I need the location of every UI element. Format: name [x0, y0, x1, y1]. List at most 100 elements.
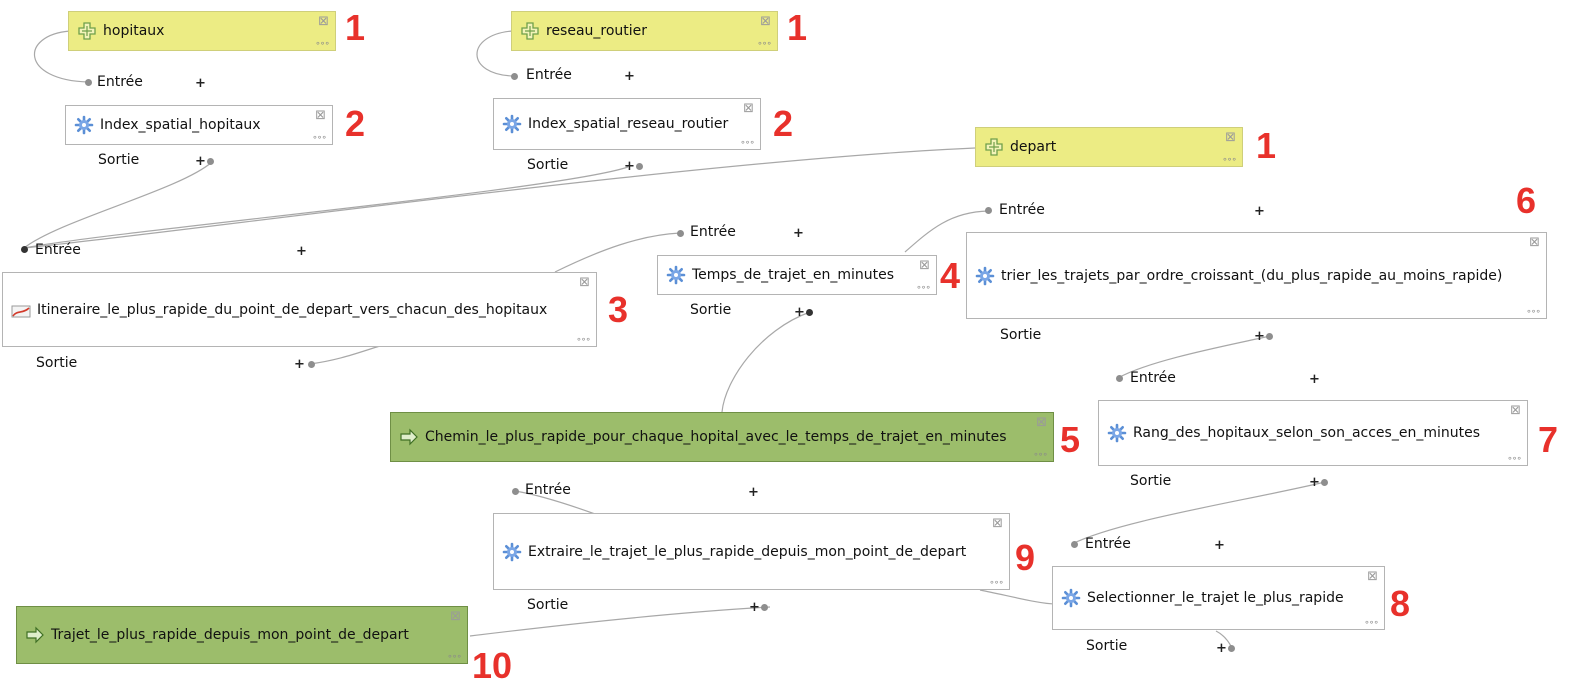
- add-output-button[interactable]: +: [1254, 329, 1265, 344]
- algorithm-node-itineraire[interactable]: Itineraire_le_plus_rapide_du_point_de_de…: [2, 272, 597, 347]
- output-port-dot[interactable]: [1266, 333, 1273, 340]
- close-icon[interactable]: ⊠: [315, 108, 326, 123]
- close-icon[interactable]: ⊠: [1036, 415, 1047, 430]
- add-input-button[interactable]: +: [296, 244, 307, 259]
- arrow-icon: [400, 428, 418, 446]
- add-output-button[interactable]: +: [1216, 641, 1227, 656]
- node-label: depart: [1010, 139, 1057, 155]
- more-icon[interactable]: ∘∘∘: [1364, 618, 1379, 628]
- add-input-button[interactable]: +: [748, 485, 759, 500]
- add-output-button[interactable]: +: [794, 305, 805, 320]
- add-output-button[interactable]: +: [195, 154, 206, 169]
- output-port-dot[interactable]: [207, 158, 214, 165]
- node-label: Extraire_le_trajet_le_plus_rapide_depuis…: [528, 543, 967, 560]
- input-port-dot[interactable]: [512, 488, 519, 495]
- add-output-button[interactable]: +: [749, 600, 760, 615]
- node-label: reseau_routier: [546, 23, 648, 39]
- step-number-7: 7: [1538, 419, 1559, 460]
- close-icon[interactable]: ⊠: [760, 14, 771, 29]
- algorithm-node-index-spatial-reseau-routier[interactable]: Index_spatial_reseau_routier ⊠ ∘∘∘: [493, 98, 761, 150]
- output-port-label: Sortie: [1086, 638, 1128, 654]
- input-port-label: Entrée: [1130, 370, 1176, 386]
- more-icon[interactable]: ∘∘∘: [447, 652, 462, 662]
- route-icon: [11, 305, 31, 317]
- close-icon[interactable]: ⊠: [1510, 403, 1521, 418]
- close-icon[interactable]: ⊠: [579, 275, 590, 290]
- close-icon[interactable]: ⊠: [1225, 130, 1236, 145]
- close-icon[interactable]: ⊠: [1529, 235, 1540, 250]
- node-label: Trajet_le_plus_rapide_depuis_mon_point_d…: [51, 627, 409, 643]
- add-output-button[interactable]: +: [294, 357, 305, 372]
- input-port-dot[interactable]: [1116, 375, 1123, 382]
- output-port-dot[interactable]: [1228, 645, 1235, 652]
- add-input-button[interactable]: +: [1254, 204, 1265, 219]
- node-label: Selectionner_le_trajet le_plus_rapide: [1087, 590, 1344, 606]
- output-port-label: Sortie: [527, 597, 569, 613]
- input-node-hopitaux[interactable]: hopitaux ⊠ ∘∘∘: [68, 11, 336, 51]
- more-icon[interactable]: ∘∘∘: [740, 138, 755, 148]
- output-node-trajet-le-plus-rapide[interactable]: Trajet_le_plus_rapide_depuis_mon_point_d…: [16, 606, 468, 664]
- output-port-dot[interactable]: [806, 309, 813, 316]
- more-icon[interactable]: ∘∘∘: [576, 335, 591, 345]
- close-icon[interactable]: ⊠: [450, 609, 461, 624]
- output-port-label: Sortie: [1000, 327, 1042, 343]
- algorithm-node-temps-de-trajet[interactable]: Temps_de_trajet_en_minutes ⊠ ∘∘∘: [657, 255, 937, 295]
- add-input-button[interactable]: +: [195, 76, 206, 91]
- step-number-1: 1: [1256, 125, 1277, 166]
- input-port-dot[interactable]: [511, 73, 518, 80]
- input-node-reseau-routier[interactable]: reseau_routier ⊠ ∘∘∘: [511, 11, 778, 51]
- gear-icon: [975, 266, 995, 285]
- input-node-depart[interactable]: depart ⊠ ∘∘∘: [975, 127, 1243, 167]
- close-icon[interactable]: ⊠: [1367, 569, 1378, 584]
- input-port-dot[interactable]: [1071, 541, 1078, 548]
- algorithm-node-rang-des-hopitaux[interactable]: Rang_des_hopitaux_selon_son_acces_en_min…: [1098, 400, 1528, 466]
- input-port-dot[interactable]: [677, 230, 684, 237]
- output-port-label: Sortie: [98, 152, 140, 168]
- close-icon[interactable]: ⊠: [318, 14, 329, 29]
- gear-icon: [1061, 588, 1081, 608]
- plus-icon: [78, 22, 96, 40]
- algorithm-node-trier-les-trajets[interactable]: trier_les_trajets_par_ordre_croissant_(d…: [966, 232, 1547, 319]
- output-port-label: Sortie: [527, 157, 569, 173]
- algorithm-node-selectionner-le-trajet[interactable]: Selectionner_le_trajet le_plus_rapide ⊠ …: [1052, 566, 1385, 630]
- node-label: Index_spatial_reseau_routier: [528, 116, 729, 132]
- add-input-button[interactable]: +: [793, 226, 804, 241]
- step-number-8: 8: [1390, 583, 1411, 624]
- input-port-dot[interactable]: [985, 207, 992, 214]
- more-icon[interactable]: ∘∘∘: [989, 578, 1004, 588]
- more-icon[interactable]: ∘∘∘: [916, 283, 931, 293]
- close-icon[interactable]: ⊠: [919, 258, 930, 273]
- algorithm-node-extraire-le-trajet[interactable]: Extraire_le_trajet_le_plus_rapide_depuis…: [493, 513, 1010, 590]
- output-port-dot[interactable]: [636, 163, 643, 170]
- more-icon[interactable]: ∘∘∘: [1033, 450, 1048, 460]
- close-icon[interactable]: ⊠: [743, 101, 754, 116]
- input-port-dot[interactable]: [85, 79, 92, 86]
- output-port-dot[interactable]: [1321, 479, 1328, 486]
- arrow-icon: [26, 626, 44, 644]
- step-number-6: 6: [1516, 180, 1537, 221]
- algorithm-node-index-spatial-hopitaux[interactable]: Index_spatial_hopitaux ⊠ ∘∘∘: [65, 105, 333, 145]
- output-port-dot[interactable]: [308, 361, 315, 368]
- more-icon[interactable]: ∘∘∘: [1526, 307, 1541, 317]
- add-output-button[interactable]: +: [624, 159, 635, 174]
- output-node-chemin-le-plus-rapide[interactable]: Chemin_le_plus_rapide_pour_chaque_hopita…: [390, 412, 1054, 462]
- more-icon[interactable]: ∘∘∘: [312, 133, 327, 143]
- input-port-dot[interactable]: [21, 246, 28, 253]
- step-number-10: 10: [472, 645, 513, 686]
- step-number-2: 2: [773, 103, 794, 144]
- step-number-5: 5: [1060, 419, 1081, 460]
- more-icon[interactable]: ∘∘∘: [315, 39, 330, 49]
- step-number-1: 1: [787, 7, 808, 48]
- add-output-button[interactable]: +: [1309, 475, 1320, 490]
- add-input-button[interactable]: +: [624, 69, 635, 84]
- more-icon[interactable]: ∘∘∘: [1507, 454, 1522, 464]
- output-port-dot[interactable]: [761, 604, 768, 611]
- output-port-label: Sortie: [690, 302, 732, 318]
- input-port-label: Entrée: [690, 224, 736, 240]
- more-icon[interactable]: ∘∘∘: [757, 39, 772, 49]
- more-icon[interactable]: ∘∘∘: [1222, 155, 1237, 165]
- add-input-button[interactable]: +: [1309, 372, 1320, 387]
- add-input-button[interactable]: +: [1214, 538, 1225, 553]
- gear-icon: [666, 265, 686, 285]
- close-icon[interactable]: ⊠: [992, 516, 1003, 531]
